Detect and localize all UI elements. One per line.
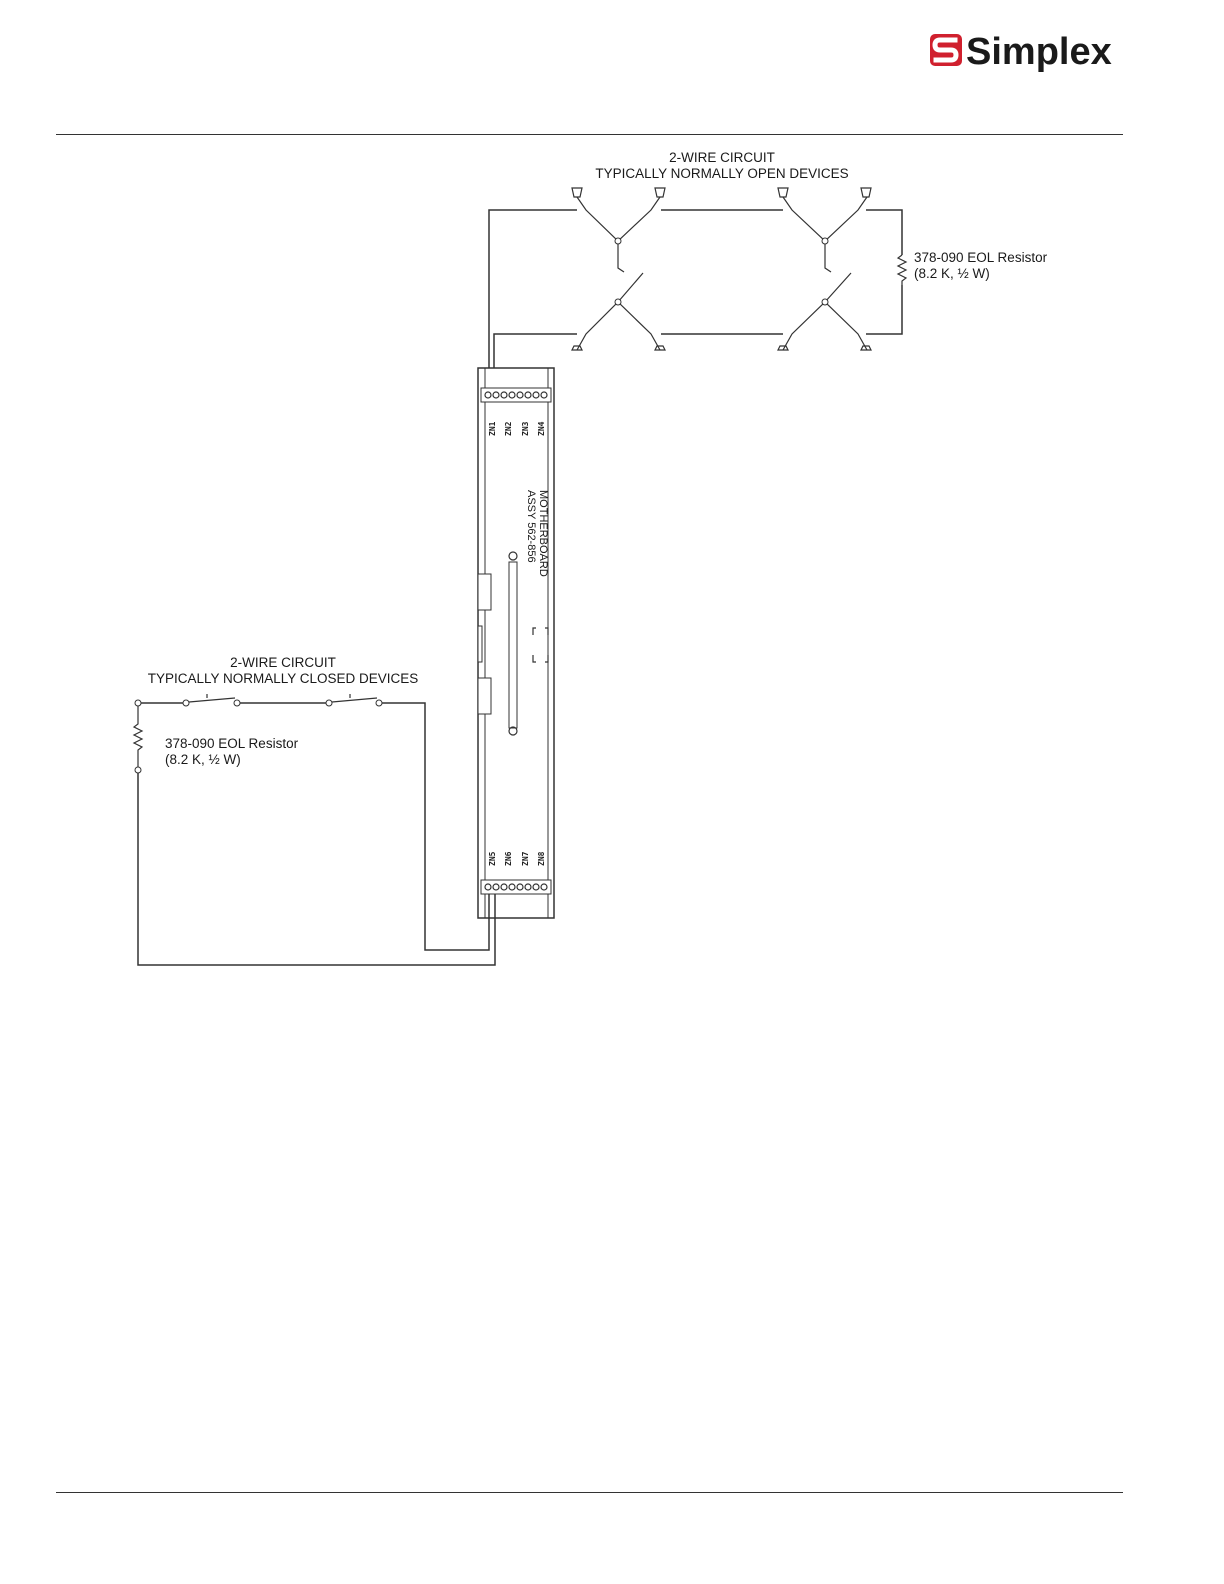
zone-label-zn6: ZN6 xyxy=(504,851,513,866)
normally-closed-device xyxy=(326,694,382,706)
zone-label-zn7: ZN7 xyxy=(521,851,530,866)
zone-label-zn2: ZN2 xyxy=(504,421,513,436)
zone-label-zn1: ZN1 xyxy=(488,421,497,436)
zone-label-zn4: ZN4 xyxy=(537,421,546,436)
zone-label-zn3: ZN3 xyxy=(521,421,530,436)
open-circuit-title-line1: 2-WIRE CIRCUIT xyxy=(669,150,775,165)
open-circuit-eol-resistor xyxy=(898,255,906,285)
open-circuit: 2-WIRE CIRCUIT TYPICALLY NORMALLY OPEN D… xyxy=(489,150,1048,368)
normally-closed-device xyxy=(183,694,240,706)
open-circuit-title-line2: TYPICALLY NORMALLY OPEN DEVICES xyxy=(595,166,848,181)
closed-circuit: 2-WIRE CIRCUIT TYPICALLY NORMALLY CLOSED… xyxy=(134,655,495,965)
zone-label-zn5: ZN5 xyxy=(488,851,497,866)
motherboard-label-line1: MOTHERBOARD xyxy=(537,490,549,577)
bottom-terminal-block xyxy=(481,880,551,894)
open-circuit-resistor-line2: (8.2 K, ½ W) xyxy=(914,266,990,281)
closed-circuit-wire-b xyxy=(138,770,495,965)
motherboard: ZN1 ZN2 ZN3 ZN4 MOTHERBOARD ASSY 562-856 xyxy=(478,368,554,918)
open-circuit-resistor-line1: 378-090 EOL Resistor xyxy=(914,250,1048,265)
closed-circuit-title-line2: TYPICALLY NORMALLY CLOSED DEVICES xyxy=(148,671,419,686)
open-circuit-bottom-wire xyxy=(494,285,902,368)
closed-circuit-eol-resistor xyxy=(134,706,142,767)
closed-circuit-resistor-line2: (8.2 K, ½ W) xyxy=(165,752,241,767)
normally-open-device xyxy=(572,188,665,350)
top-terminal-block xyxy=(481,388,551,402)
closed-circuit-title-line1: 2-WIRE CIRCUIT xyxy=(230,655,336,670)
motherboard-label-line2: ASSY 562-856 xyxy=(525,490,537,563)
open-circuit-top-wire xyxy=(489,210,902,368)
zone-label-zn8: ZN8 xyxy=(537,851,546,866)
normally-open-device xyxy=(778,188,871,350)
closed-circuit-resistor-line1: 378-090 EOL Resistor xyxy=(165,736,299,751)
